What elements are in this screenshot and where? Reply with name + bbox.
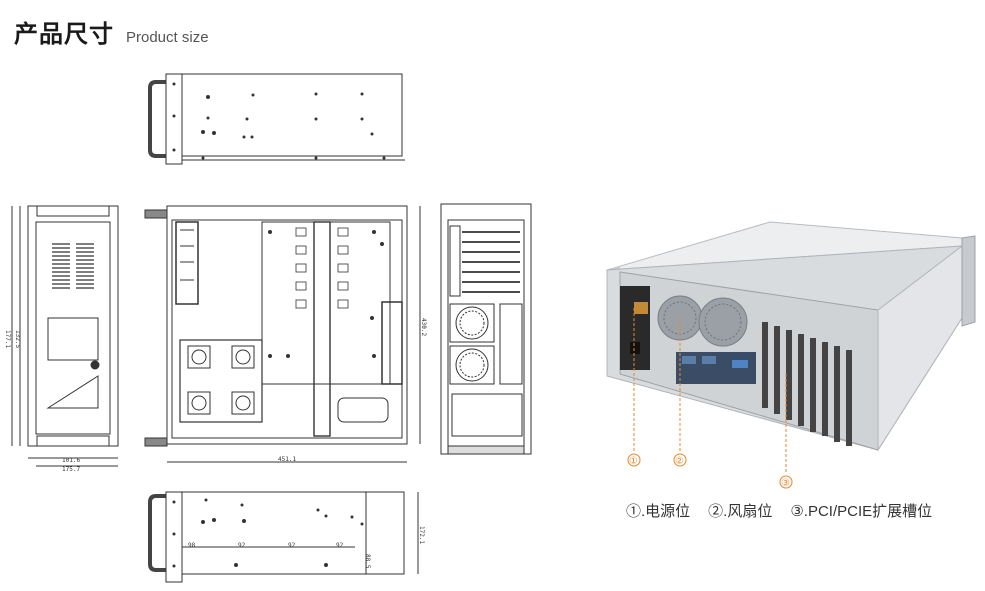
side-view-drawing xyxy=(144,205,421,463)
dim-bottom-spacing-2: 92 xyxy=(238,542,246,549)
dim-front-outer: 175.7 xyxy=(62,466,80,473)
callout-1: ① xyxy=(629,456,638,467)
dim-bottom-spacing-1: 98 xyxy=(188,542,196,549)
photo-legend: ①.电源位 ②.风扇位 ③.PCI/PCIE扩展槽位 xyxy=(626,500,932,521)
legend-fan: ②.风扇位 xyxy=(708,503,773,520)
callout-2: ② xyxy=(675,456,684,467)
legend-pci-slots: ③.PCI/PCIE扩展槽位 xyxy=(790,503,933,520)
product-photo xyxy=(606,221,976,452)
dim-bottom-depth: 88.5 xyxy=(364,554,371,569)
dim-front-height-inner: 132.5 xyxy=(14,330,21,348)
front-view-drawing xyxy=(11,205,119,467)
top-view-drawing xyxy=(148,73,405,165)
callout-3: ③ xyxy=(781,478,790,489)
rear-view-drawing xyxy=(440,203,532,455)
dim-front-height-outer: 177.1 xyxy=(4,330,11,348)
legend-power: ①.电源位 xyxy=(626,503,691,520)
bottom-view-drawing xyxy=(148,491,419,583)
dim-front-inner: 101.6 xyxy=(62,457,80,464)
page-title: 产品尺寸 xyxy=(14,21,114,48)
dim-bottom-spacing-3: 92 xyxy=(288,542,296,549)
dim-bottom-spacing-4: 92 xyxy=(336,542,344,549)
dim-top-depth: 451.1 xyxy=(278,456,296,463)
dimension-labels: 101.6 175.7 177.1 132.5 451.1 430.2 98 9… xyxy=(4,318,427,569)
dim-bottom-height: 172.1 xyxy=(418,526,425,544)
dim-side-height: 430.2 xyxy=(420,318,427,336)
page-subtitle: Product size xyxy=(126,29,209,46)
callout-markers: ① ② ③ xyxy=(627,308,793,489)
page-header: 产品尺寸 Product size xyxy=(14,14,209,49)
